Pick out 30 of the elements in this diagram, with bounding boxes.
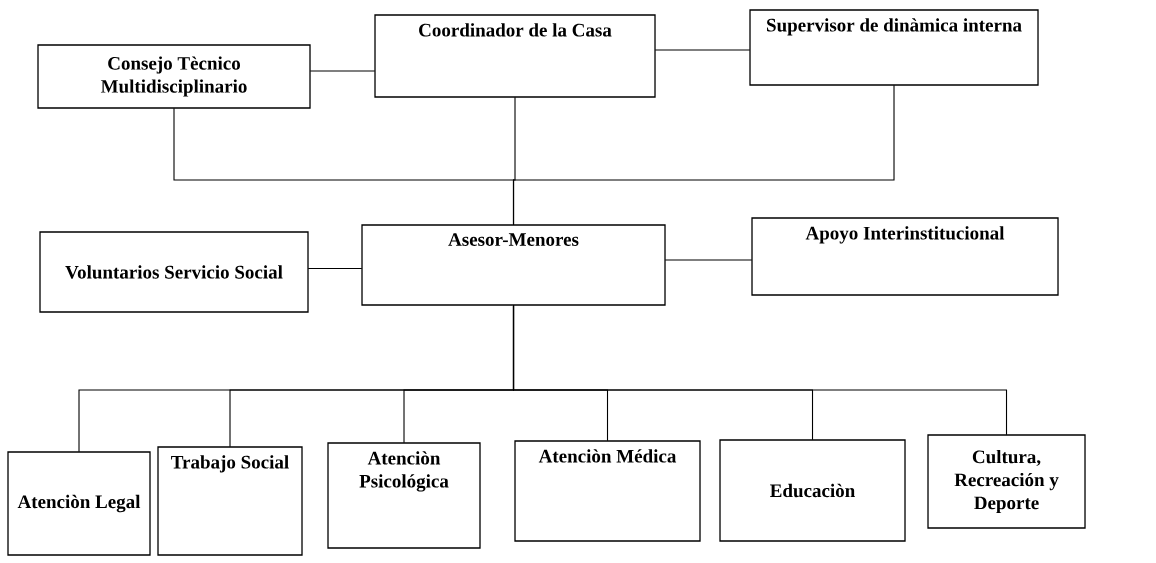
connector-line bbox=[664, 259, 753, 261]
org-box bbox=[157, 446, 303, 556]
node-label: Supervisor de dinàmica interna bbox=[767, 18, 1022, 36]
node-label: Coordinador de la Casa bbox=[419, 23, 612, 37]
node-label: Apoyo Interinstitucional bbox=[805, 226, 1005, 244]
org-box bbox=[37, 44, 311, 109]
node-label: Cultura, Recreación y Deporte bbox=[954, 449, 1059, 514]
org-box bbox=[374, 14, 656, 98]
connector-line bbox=[512, 304, 1008, 436]
org-box bbox=[7, 451, 151, 556]
node-label: Voluntarios Servicio Social bbox=[65, 265, 283, 279]
node-label: Educaciòn bbox=[770, 483, 855, 498]
org-box bbox=[327, 442, 481, 549]
org-box bbox=[39, 231, 309, 313]
org-box bbox=[514, 440, 701, 542]
org-box bbox=[927, 434, 1086, 529]
org-box bbox=[751, 217, 1059, 296]
connector-line bbox=[654, 49, 751, 51]
connector-line bbox=[309, 70, 376, 72]
connector-line bbox=[512, 84, 895, 226]
org-box bbox=[719, 439, 906, 542]
node-label: Atenciòn Médica bbox=[538, 449, 677, 463]
node-label: Asesor-Menores bbox=[448, 233, 579, 246]
org-box bbox=[361, 224, 666, 306]
connector-line bbox=[307, 267, 363, 270]
node-label: Atenciòn Psicológica bbox=[359, 451, 449, 492]
org-box bbox=[749, 9, 1039, 86]
node-label: Trabajo Social bbox=[171, 455, 289, 473]
node-label: Atenciòn Legal bbox=[17, 494, 141, 513]
node-label: Consejo Tècnico Multidisciplinario bbox=[100, 56, 247, 97]
